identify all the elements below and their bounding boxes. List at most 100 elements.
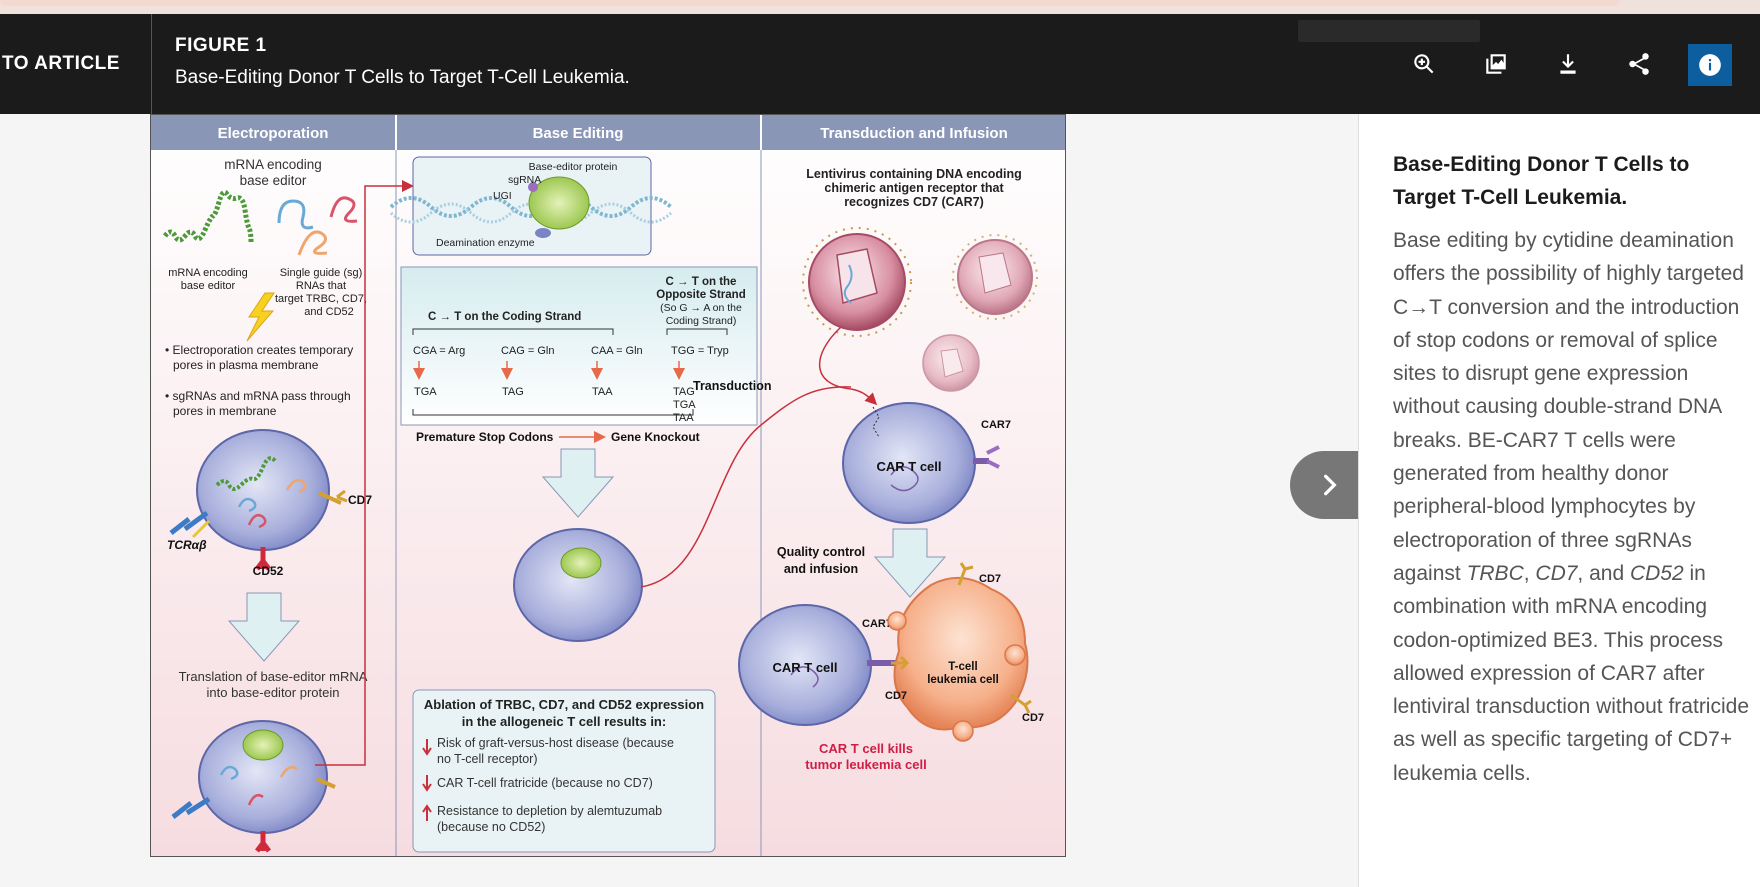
leukemia-cell [887, 562, 1032, 742]
gallery-button[interactable] [1474, 42, 1518, 86]
leukemia-label-1: T-cell [948, 661, 977, 673]
deam-label: Deamination enzyme [436, 237, 535, 249]
car-t-cell-label-1: CAR T cell [876, 459, 941, 474]
translation-1: Translation of base-editor mRNA [179, 669, 368, 684]
gene-trbc: TRBC [1466, 561, 1524, 585]
gene-cd52: CD52 [1629, 561, 1684, 585]
cd7-label-2: CD7 [979, 573, 1001, 585]
transduction-connector [640, 386, 852, 588]
car-t-cell-label-2: CAR T cell [772, 660, 837, 675]
mrna-label-2: base editor [181, 280, 236, 292]
panel-toggle-button[interactable] [1290, 451, 1360, 519]
sgrna-red [329, 196, 358, 223]
lenti-2: chimeric antigen receptor that [824, 181, 1004, 195]
ablation-1: Ablation of TRBC, CD7, and CD52 expressi… [424, 697, 704, 712]
opp-3: (So G → A on the [660, 302, 742, 314]
lentivirus-small [922, 334, 980, 392]
ablation-box [412, 689, 716, 853]
tcr-label: TCRαβ [167, 538, 207, 552]
leukemia-label-2: leukemia cell [927, 674, 999, 686]
chevron-right-icon [1324, 474, 1337, 496]
codon-1: CGA = Arg [413, 345, 465, 357]
codon-box [400, 266, 758, 426]
lentivirus-medium [952, 234, 1038, 320]
car7-label-2: CAR7 [862, 618, 892, 630]
connector-to-base-editing [315, 180, 414, 766]
lenti-3: recognizes CD7 (CAR7) [844, 195, 984, 209]
back-to-article-label: TO ARTICLE [2, 53, 120, 74]
cd7-label-3: CD7 [885, 690, 907, 702]
sgrna-orange [297, 230, 328, 256]
col-transduction: Transduction and Infusion [820, 125, 1008, 142]
panel-sep-2: , and [1577, 561, 1630, 585]
electroporated-cell [169, 429, 348, 571]
opp-1: C → T on the [666, 276, 737, 288]
column-headers: Electroporation Base Editing Transductio… [151, 115, 1065, 150]
sgrna-blue [277, 199, 314, 230]
share-icon [1629, 53, 1649, 75]
back-to-article-link[interactable]: TO ARTICLE [0, 14, 152, 114]
lentivirus-large [802, 227, 912, 337]
deaminase [535, 228, 551, 238]
lightning-icon [246, 292, 275, 342]
down-arrow-2 [541, 448, 615, 518]
ugi-label: UGI [493, 190, 512, 202]
zoom-in-icon [1414, 54, 1434, 74]
tooltip-ghost [1298, 20, 1480, 42]
transduction-label: Transduction [693, 379, 771, 393]
bullet-1a: • Electroporation creates temporary [165, 343, 353, 357]
stop-multi-2: TGA [673, 399, 696, 411]
gene-cd7: CD7 [1535, 561, 1578, 585]
cd7-label-4: CD7 [1022, 712, 1044, 724]
mrna-heading-2: base editor [240, 173, 307, 188]
panel-body-2: in combination with mRNA encoding codon-… [1393, 561, 1749, 785]
stop-3: TAA [592, 386, 613, 398]
stop-1: TGA [414, 386, 437, 398]
car-t-cell-2 [738, 604, 897, 726]
col-base-editing: Base Editing [533, 125, 624, 142]
top-strip [0, 0, 1760, 14]
translation-2: into base-editor protein [207, 685, 340, 700]
result-1a: Risk of graft-versus-host disease (becau… [437, 736, 674, 750]
sg-label-1: Single guide (sg) [280, 267, 363, 279]
result-3a: Resistance to depletion by alemtuzumab [437, 804, 662, 818]
info-button[interactable] [1688, 44, 1732, 86]
down-arrow-3 [873, 528, 947, 598]
image-gallery-icon [1486, 54, 1506, 74]
lenti-1: Lentivirus containing DNA encoding [806, 167, 1022, 181]
panel-body-1: Base editing by cytidine deamination off… [1393, 229, 1744, 585]
kills-2: tumor leukemia cell [805, 757, 926, 772]
codon-2: CAG = Gln [501, 345, 555, 357]
ablation-2: in the allogeneic T cell results in: [462, 714, 666, 729]
mrna-heading-1: mRNA encoding [224, 157, 322, 172]
sg-label-2: RNAs that [296, 280, 346, 292]
bullet-2a: • sgRNAs and mRNA pass through [165, 389, 351, 403]
figure-image[interactable]: Electroporation Base Editing Transductio… [150, 114, 1066, 857]
coding-strand: C → T on the Coding Strand [428, 311, 581, 323]
bullet-2b: pores in membrane [173, 404, 277, 418]
panel-description: Base editing by cytidine deamination off… [1393, 224, 1753, 790]
car7-label-1: CAR7 [981, 419, 1011, 431]
opp-4: Coding Strand) [666, 315, 737, 327]
download-icon [1560, 54, 1576, 74]
mrna-label-1: mRNA encoding [168, 267, 248, 279]
knockout-label: Gene Knockout [611, 430, 700, 444]
panel-sep-1: , [1523, 561, 1536, 585]
sgrna-label: sgRNA [508, 174, 541, 186]
premature-label: Premature Stop Codons [416, 430, 554, 444]
col-electroporation: Electroporation [218, 125, 329, 142]
translated-cell [171, 720, 336, 853]
result-3b: (because no CD52) [437, 820, 545, 834]
ugi-dot [528, 182, 538, 192]
dna-helix [389, 196, 673, 218]
figure-title: Base-Editing Donor T Cells to Target T-C… [175, 67, 630, 88]
info-icon [1699, 54, 1721, 76]
kills-1: CAR T cell kills [819, 741, 913, 756]
zoom-button[interactable] [1402, 42, 1446, 86]
result-2: CAR T-cell fratricide (because no CD7) [437, 776, 653, 790]
sg-label-4: and CD52 [304, 306, 354, 318]
mrna-squiggle [163, 189, 254, 243]
download-button[interactable] [1546, 42, 1590, 86]
share-button[interactable] [1617, 42, 1661, 86]
cd52-label: CD52 [253, 564, 284, 578]
